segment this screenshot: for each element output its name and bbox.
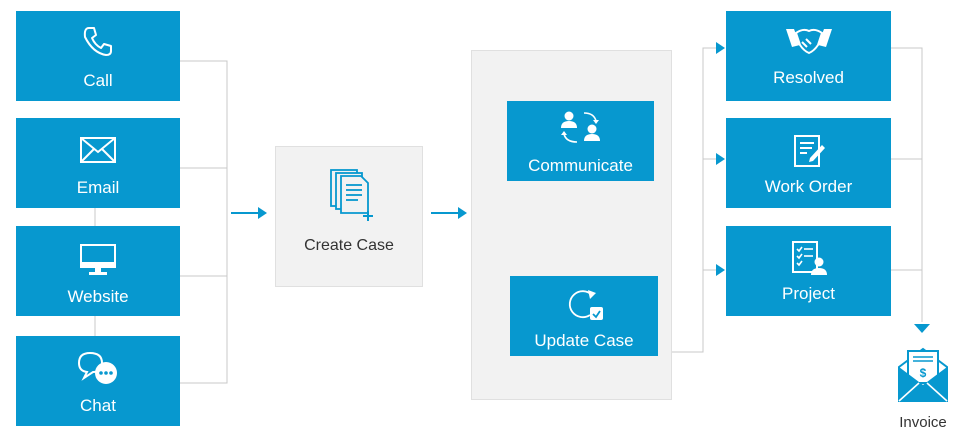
checklist-user-icon: [791, 241, 827, 275]
invoice-label: Invoice: [899, 414, 947, 431]
chat-bubbles-icon: [77, 351, 117, 384]
envelope-icon: [80, 137, 116, 163]
outcome-label: Resolved: [773, 68, 844, 87]
refresh-check-icon: [568, 290, 603, 320]
channel-label: Website: [67, 287, 129, 306]
channel-call: Call: [16, 11, 180, 101]
phone-icon: [83, 27, 112, 56]
communicate-label: Communicate: [528, 156, 633, 175]
arrow-to-panel: [458, 207, 467, 219]
outcome-resolved: Resolved: [726, 11, 891, 101]
outcome-work-order: Work Order: [726, 118, 891, 208]
create-case-step: Create Case: [275, 146, 423, 287]
documents-add-icon: [330, 169, 373, 221]
users-sync-icon: [560, 111, 600, 143]
channel-website: Website: [16, 226, 180, 316]
channel-email: Email: [16, 118, 180, 208]
monitor-icon: [80, 244, 116, 275]
svg-text:$: $: [920, 366, 927, 380]
channel-chat: Chat: [16, 336, 180, 426]
outcome-label: Project: [782, 284, 835, 303]
arrow-to-invoice: [914, 324, 930, 333]
arrow-to-resolved: [716, 42, 725, 54]
channel-label: Email: [76, 178, 120, 197]
channel-label: Call: [83, 71, 113, 90]
create-case-label: Create Case: [304, 237, 394, 254]
handshake-icon: [785, 28, 832, 55]
arrow-to-project: [716, 264, 725, 276]
edit-document-icon: [793, 135, 825, 167]
step-update-case: Update Case: [510, 276, 658, 356]
outcome-label: Work Order: [764, 177, 853, 196]
channels-bracket: [180, 60, 228, 384]
channel-label: Chat: [80, 396, 116, 415]
invoice-envelope-icon: $: [898, 347, 948, 402]
step-communicate: Communicate: [507, 101, 654, 181]
arrow-to-work-order: [716, 153, 725, 165]
outcome-project: Project: [726, 226, 891, 316]
arrow-to-create-case: [258, 207, 267, 219]
update-case-label: Update Case: [534, 331, 634, 350]
